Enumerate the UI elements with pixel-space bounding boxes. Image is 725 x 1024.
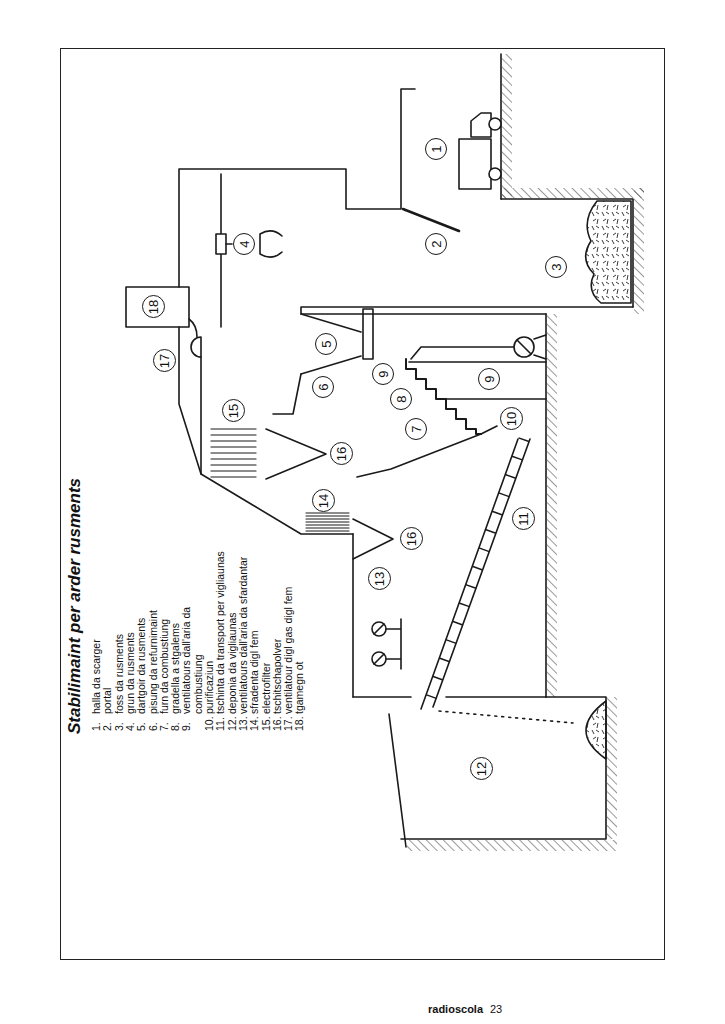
- building-lines: [126, 54, 633, 847]
- legend-text: deponia da vigliaunas: [227, 612, 238, 714]
- legend-text: purificaziun: [204, 661, 215, 714]
- callout-circle: 9: [372, 363, 394, 385]
- legend-number: 18.: [294, 716, 305, 731]
- callout-number: 10: [505, 412, 518, 426]
- legend-number: 12.: [227, 716, 238, 731]
- legend-text: gradella a stgalems: [170, 623, 181, 714]
- callout-circle: 7: [405, 418, 427, 440]
- legend-text: ventilatour digl gas digl fem: [283, 587, 294, 714]
- page-frame: Stabilimaint per arder rusments123456789…: [60, 48, 665, 960]
- callout-circle: 15: [222, 400, 245, 423]
- callout-circle: 13: [368, 568, 391, 591]
- callout-number: 6: [317, 383, 330, 390]
- callout-number: 11: [517, 512, 530, 526]
- callout-number: 7: [410, 425, 423, 432]
- callout-number: 13: [373, 572, 386, 586]
- legend-number: 2.: [102, 722, 113, 731]
- callout-number: 1: [430, 145, 443, 152]
- legend-number: 3.: [114, 722, 125, 731]
- legend-number: 16.: [272, 716, 283, 731]
- legend-text: tgamegn ot: [294, 661, 305, 714]
- legend-text: electrofilter: [261, 663, 272, 714]
- legend-number: 5.: [136, 722, 147, 731]
- legend-number: 17.: [283, 716, 294, 731]
- callout-circle: 5: [315, 333, 337, 355]
- callout-number: 15: [227, 404, 240, 418]
- legend-text: sfradenta digl fem: [249, 631, 260, 714]
- callout-circle: 12: [470, 758, 493, 781]
- callout-circle: 8: [390, 388, 412, 410]
- callout-number: 12: [475, 762, 488, 776]
- legend-text: tschitschapolver: [272, 639, 283, 714]
- legend-text: furn da combustiung: [159, 619, 170, 714]
- legend-number: 1.: [91, 722, 102, 731]
- callout-circle: 18: [142, 296, 165, 319]
- legend-number: 7.: [159, 722, 170, 731]
- callout-number: 17: [158, 354, 171, 368]
- legend-text: dartgoir da rusments: [136, 618, 147, 714]
- legend-number: 4.: [125, 722, 136, 731]
- callout-circle: 11: [512, 508, 535, 531]
- callout-circle: 17: [153, 350, 176, 373]
- legend-number: 8.: [170, 722, 181, 731]
- incinerator-illustration: [61, 47, 666, 959]
- legend-text: grun da rusments: [125, 632, 136, 714]
- callout-circle: 3: [545, 256, 567, 278]
- callout-circle: 16: [330, 443, 353, 466]
- callout-number: 5: [320, 340, 333, 347]
- callout-number: 3: [550, 263, 563, 270]
- diagram-title: Stabilimaint per arder rusments: [65, 478, 85, 734]
- callout-circle: 1: [425, 138, 447, 160]
- page-number: 23: [490, 1003, 502, 1016]
- legend-number: 10.: [204, 716, 215, 731]
- legend-text: ventilatours dall'aria da combustiung: [181, 605, 204, 714]
- callout-circle: 9: [478, 368, 500, 390]
- footer-source: radioscola: [428, 1003, 483, 1016]
- callout-circle: 6: [312, 376, 334, 398]
- legend-number: 11.: [215, 717, 226, 731]
- callout-circle: 2: [425, 233, 447, 255]
- legend-text: portal: [102, 688, 113, 714]
- callout-number: 16: [335, 447, 348, 461]
- callout-circle: 4: [233, 233, 255, 255]
- callout-number: 2: [430, 240, 443, 247]
- legend-text: pisung da refurnimaint: [148, 610, 159, 714]
- legend-number: 9.: [181, 722, 192, 731]
- legend-text: ventilatours dall'aria da sfardantar: [238, 557, 249, 714]
- callout-number: 8: [395, 395, 408, 402]
- callout-number: 9: [483, 375, 496, 382]
- legend-number: 6.: [148, 722, 159, 731]
- legend-number: 14.: [249, 716, 260, 731]
- callout-circle: 14: [312, 490, 335, 513]
- legend-text: halla da scarger: [91, 639, 102, 714]
- callout-number: 4: [238, 240, 251, 247]
- callout-number: 14: [317, 494, 330, 508]
- callout-number: 9: [377, 370, 390, 377]
- legend-text: tschinta da transport per vigliaunas: [215, 551, 226, 714]
- legend-number: 13.: [238, 716, 249, 731]
- callout-circle: 10: [500, 408, 523, 431]
- ground-hatching: [407, 54, 644, 851]
- callout-circle: 16: [400, 528, 423, 551]
- callout-number: 18: [147, 300, 160, 314]
- legend-number: 15.: [261, 716, 272, 731]
- legend-text: foss da rusments: [114, 634, 125, 714]
- callout-number: 16: [405, 532, 418, 546]
